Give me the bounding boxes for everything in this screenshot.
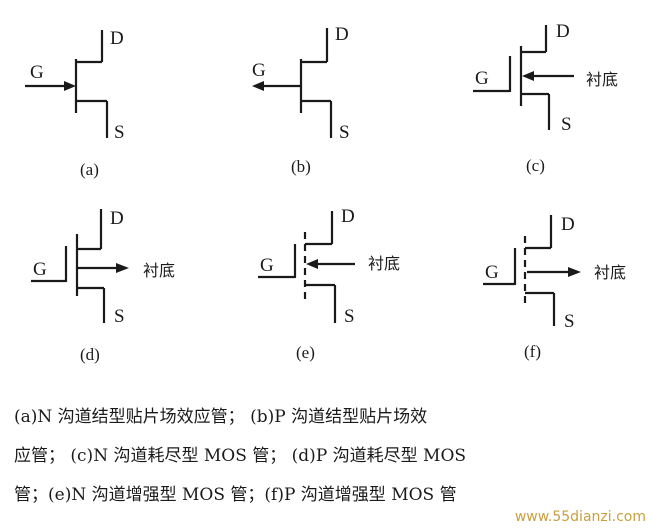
source-label: S: [339, 122, 350, 143]
caption-b: (b): [291, 157, 311, 176]
substrate-arrow-icon: [306, 259, 318, 269]
gate-label: G: [33, 259, 47, 280]
symbol-f-p-enhancement-mos: [483, 215, 581, 326]
source-label: S: [114, 122, 125, 143]
symbol-c-n-depletion-mos: [473, 25, 574, 130]
symbol-e-n-enhancement-mos: [258, 211, 355, 323]
drain-label: D: [341, 206, 355, 227]
figure-caption: (a)N 沟道结型贴片场效应管； (b)P 沟道结型贴片场效 应管； (c)N …: [14, 398, 644, 515]
caption-c: (c): [526, 156, 545, 175]
source-label: S: [114, 306, 125, 327]
gate-label: G: [260, 255, 274, 276]
watermark: www.55dianzi.com: [514, 509, 646, 525]
fet-symbols-diagram: G D S (a) G D S (b) G D S 衬底 (c) G D S 衬…: [25, 21, 626, 364]
caption-f: (f): [524, 342, 541, 361]
drain-label: D: [110, 28, 124, 49]
substrate-label: 衬底: [586, 70, 618, 89]
gate-label: G: [252, 60, 266, 81]
source-label: S: [561, 114, 572, 135]
caption-line: 管；(e)N 沟道增强型 MOS 管；(f)P 沟道增强型 MOS 管: [14, 485, 457, 505]
drain-label: D: [110, 208, 124, 229]
gate-label: G: [475, 68, 489, 89]
symbol-d-p-depletion-mos: [31, 209, 129, 323]
substrate-label: 衬底: [143, 261, 175, 280]
symbol-b-p-jfet: [252, 28, 333, 138]
caption-a: (a): [80, 160, 99, 179]
drain-label: D: [335, 24, 349, 45]
source-label: S: [344, 306, 355, 327]
gate-label: G: [485, 262, 499, 283]
source-label: S: [564, 311, 575, 332]
symbol-a-n-jfet: [25, 30, 109, 138]
substrate-arrow-icon: [116, 263, 129, 273]
drain-label: D: [561, 214, 575, 235]
substrate-arrow-icon: [568, 267, 581, 277]
gate-arrow-icon: [64, 81, 76, 91]
gate-arrow-icon: [252, 81, 264, 91]
drain-label: D: [556, 21, 570, 42]
caption-d: (d): [80, 345, 100, 364]
substrate-arrow-icon: [522, 71, 534, 81]
caption-e: (e): [296, 343, 315, 362]
substrate-label: 衬底: [594, 263, 626, 282]
gate-label: G: [30, 62, 44, 83]
caption-line: (a)N 沟道结型贴片场效应管； (b)P 沟道结型贴片场效: [14, 407, 428, 427]
substrate-label: 衬底: [368, 254, 400, 273]
caption-line: 应管； (c)N 沟道耗尽型 MOS 管； (d)P 沟道耗尽型 MOS: [14, 446, 467, 466]
